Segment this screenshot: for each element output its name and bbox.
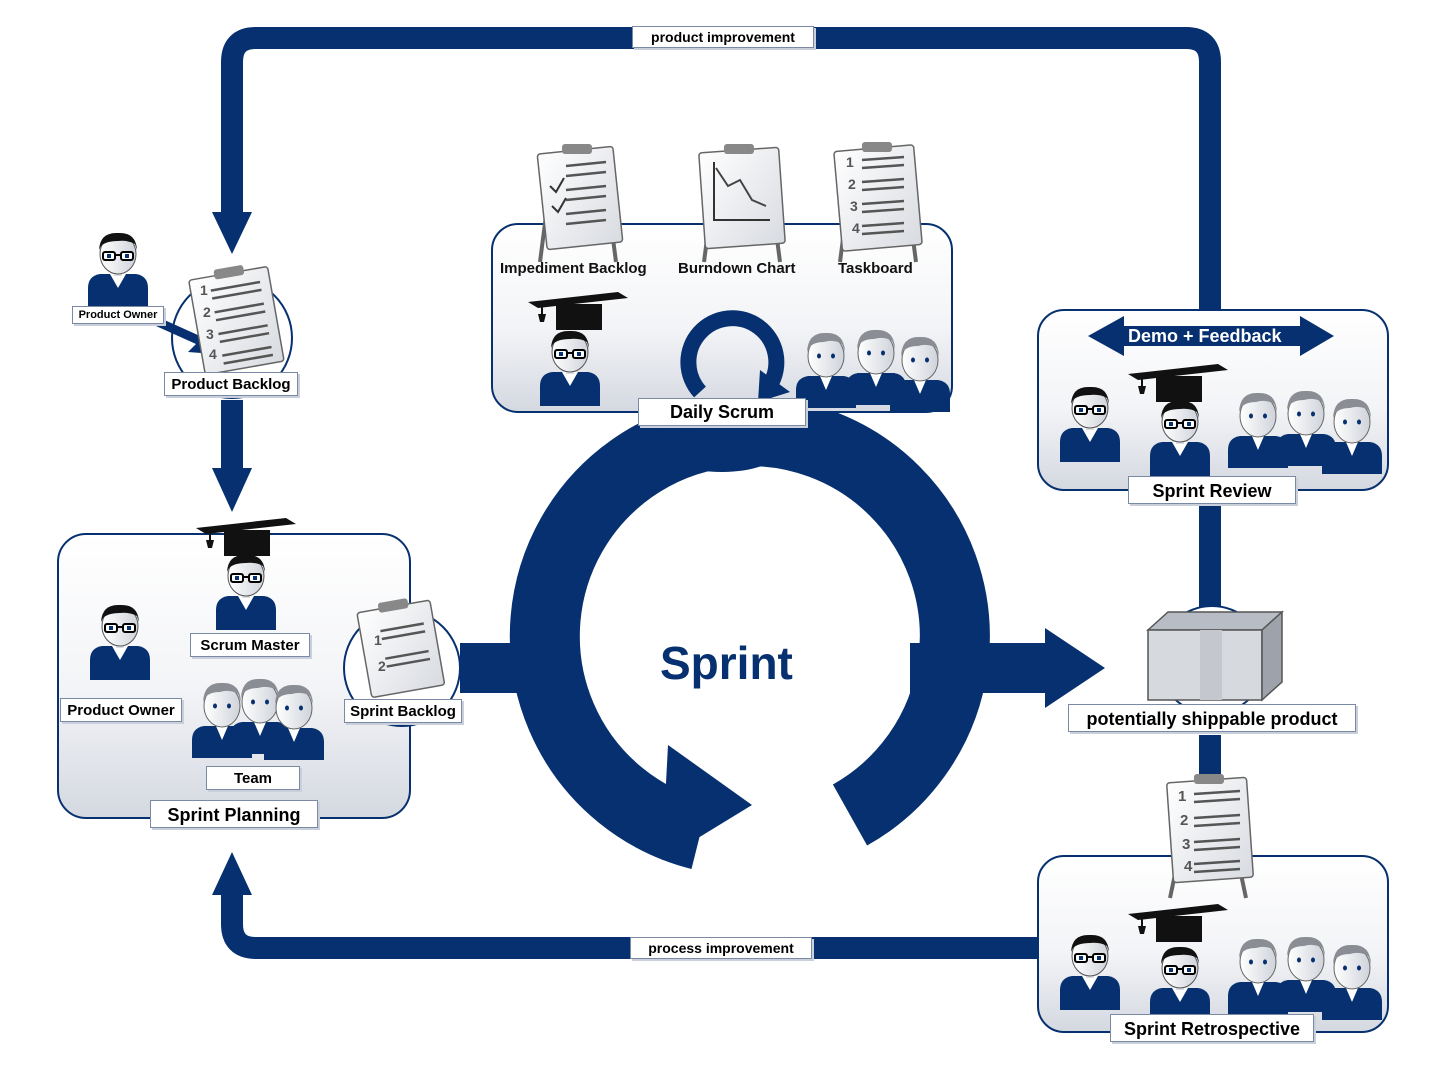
sprint-planning-label: Sprint Planning — [150, 800, 318, 828]
retrospective-clipboard — [1166, 774, 1254, 899]
retro-num-4: 4 — [1184, 858, 1193, 875]
product-backlog-clipboard — [188, 265, 285, 376]
taskboard-num-2: 2 — [848, 176, 856, 192]
taskboard-title: Taskboard — [838, 260, 913, 277]
burndown-chart-board — [698, 144, 786, 263]
retro-num-3: 3 — [1182, 836, 1191, 853]
product-backlog-num-1: 1 — [200, 282, 208, 298]
scrum-master-label: Scrum Master — [190, 633, 310, 657]
impediment-backlog-title: Impediment Backlog — [500, 260, 647, 277]
arrowhead-to-planning-bottom — [212, 852, 252, 895]
daily-scrum-label: Daily Scrum — [638, 398, 806, 426]
product-owner-small-label: Product Owner — [72, 306, 164, 324]
product-backlog-label: Product Backlog — [164, 372, 298, 396]
arrowhead-to-product-backlog — [212, 212, 252, 254]
arrowhead-to-shippable — [1045, 628, 1105, 708]
product-backlog-num-4: 4 — [209, 346, 217, 362]
process-improvement-label: process improvement — [630, 937, 812, 959]
planning-product-owner-label: Product Owner — [60, 698, 182, 722]
taskboard-board — [833, 142, 923, 263]
impediment-backlog-board — [536, 144, 624, 263]
retro-num-2: 2 — [1180, 812, 1189, 829]
sprint-ring-arrowhead — [662, 745, 752, 860]
demo-feedback-label: Demo + Feedback — [1128, 326, 1282, 346]
process-improvement-loop — [221, 890, 1040, 959]
product-backlog-num-3: 3 — [206, 326, 214, 342]
product-backlog-num-2: 2 — [203, 304, 211, 320]
sprint-review-label: Sprint Review — [1128, 476, 1296, 504]
burndown-chart-title: Burndown Chart — [678, 260, 796, 277]
shippable-product-label: potentially shippable product — [1068, 704, 1356, 732]
product-box — [1146, 610, 1284, 702]
arrowhead-to-sprint-planning — [212, 468, 252, 512]
taskboard-num-1: 1 — [846, 154, 854, 170]
product-improvement-label: product improvement — [632, 26, 814, 48]
sprint-retrospective-label: Sprint Retrospective — [1110, 1014, 1314, 1042]
sprint-backlog-num-1: 1 — [374, 632, 382, 648]
taskboard-num-3: 3 — [850, 198, 858, 214]
taskboard-num-4: 4 — [852, 220, 860, 236]
sprint-ring — [509, 396, 990, 869]
sprint-backlog-clipboard — [356, 598, 445, 698]
sprint-backlog-label: Sprint Backlog — [344, 699, 462, 723]
sprint-title: Sprint — [660, 637, 793, 689]
sprint-backlog-num-2: 2 — [378, 658, 386, 674]
team-label: Team — [206, 766, 300, 790]
retro-num-1: 1 — [1178, 788, 1187, 805]
demo-feedback-arrow — [1088, 316, 1334, 356]
